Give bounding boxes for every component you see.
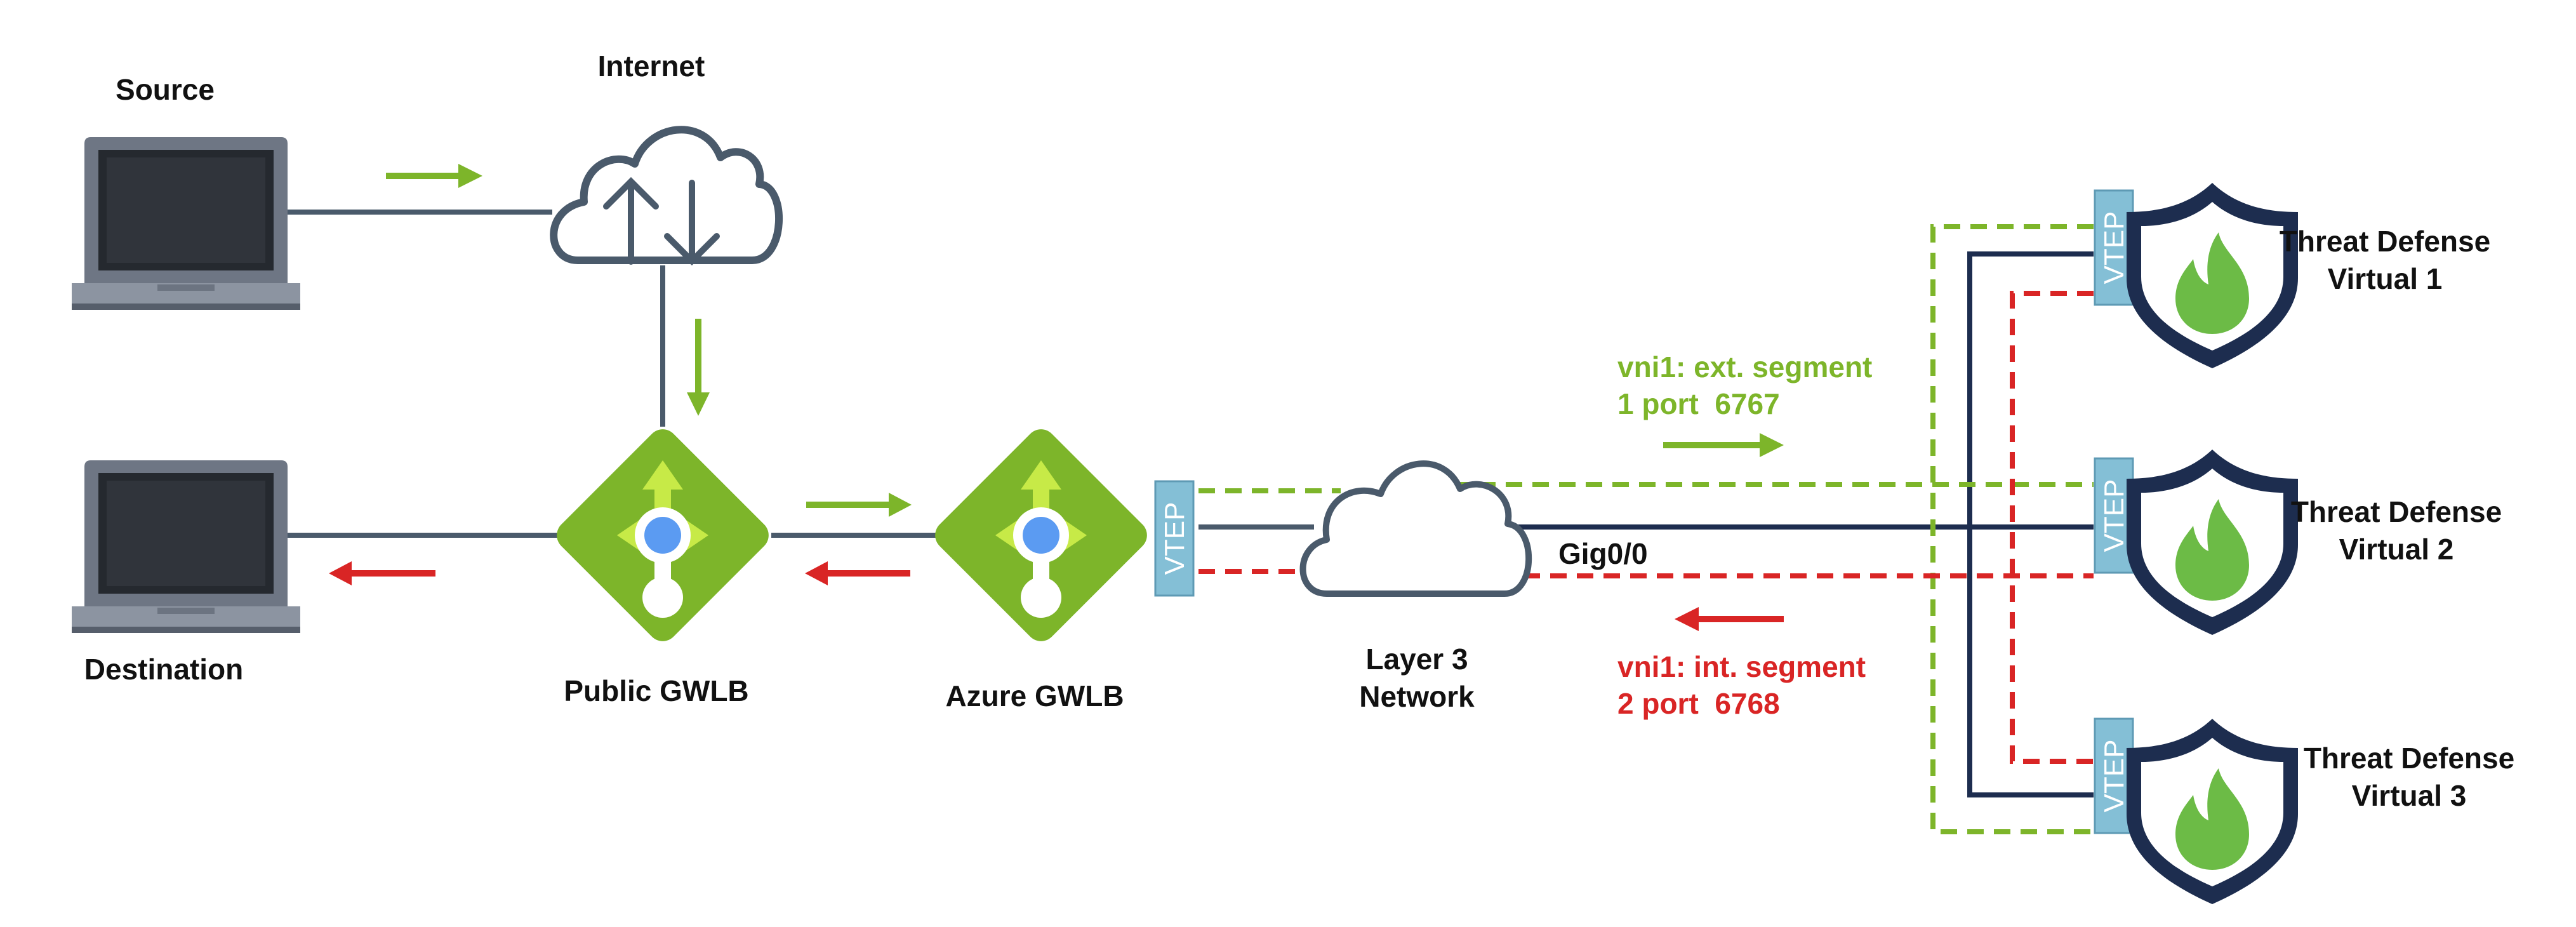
arrow-red-public-destination [329, 561, 435, 585]
connection-lines [267, 210, 2094, 834]
arrow-red-azure-public [805, 561, 910, 585]
public-gwlb-node: Public GWLB [550, 423, 775, 707]
laptop-icon [72, 460, 300, 633]
vtep-label: VTEP [2099, 740, 2130, 813]
internet-label: Internet [598, 50, 705, 83]
layer3-label-line2: Network [1359, 680, 1475, 713]
load-balancer-icon [929, 423, 1153, 648]
internet-node: Internet [550, 50, 783, 266]
source-node: Source [72, 73, 300, 310]
vtep-label: VTEP [2099, 479, 2130, 552]
public-gwlb-label: Public GWLB [564, 674, 748, 707]
tdv1-label-line1: Threat Defense [2280, 225, 2490, 258]
cloud-icon [1299, 460, 1532, 597]
cloud-upload-download-icon [550, 126, 783, 264]
tdv3-label-line2: Virtual 3 [2352, 779, 2467, 812]
int-segment-annotation: vni1: int. segment 2 port 6768 [1617, 650, 1866, 720]
int-segment-line1: vni1: int. segment [1617, 650, 1866, 683]
layer3-label-line1: Layer 3 [1365, 643, 1468, 676]
laptop-icon [72, 137, 300, 310]
link-gig0-trunk-vertical [1967, 251, 2094, 797]
tdv2-label-line1: Threat Defense [2291, 495, 2502, 528]
destination-label: Destination [84, 653, 243, 686]
azure-gwlb-label: Azure GWLB [945, 679, 1124, 712]
tdv3-label-line1: Threat Defense [2304, 742, 2514, 775]
layer3-network-node: Layer 3 Network [1299, 460, 1532, 713]
azure-gwlb-node: Azure GWLB [929, 423, 1153, 712]
int-segment-line2: 2 port 6768 [1617, 687, 1780, 720]
tdv2-label-line2: Virtual 2 [2339, 533, 2454, 566]
arrow-green-internet-down [687, 319, 710, 416]
threat-defense-virtual-2: VTEP Threat Defense Virtual 2 [2094, 450, 2502, 635]
shield-flame-icon [2127, 450, 2298, 635]
arrow-green-ext-segment [1663, 433, 1784, 457]
tdv1-label-line2: Virtual 1 [2328, 262, 2443, 295]
destination-node: Destination [72, 460, 300, 686]
threat-defense-virtual-1: VTEP Threat Defense Virtual 1 [2094, 183, 2490, 368]
flow-arrows [329, 164, 1784, 631]
load-balancer-icon [550, 423, 775, 648]
threat-defense-virtual-3: VTEP Threat Defense Virtual 3 [2094, 717, 2514, 904]
arrow-green-source-internet [386, 164, 482, 188]
int-segment-line-vertical [2010, 291, 2094, 764]
arrow-red-int-segment [1675, 607, 1784, 631]
ext-segment-line-vertical [1930, 224, 2094, 834]
shield-flame-icon [2127, 183, 2298, 368]
shield-flame-icon [2127, 719, 2298, 904]
azure-vtep: VTEP [1154, 480, 1195, 597]
gig-label: Gig0/0 [1558, 537, 1648, 570]
arrow-green-public-azure [806, 493, 912, 517]
vtep-label: VTEP [2099, 211, 2130, 284]
ext-segment-line1: vni1: ext. segment [1617, 350, 1872, 383]
ext-segment-annotation: vni1: ext. segment 1 port 6767 [1617, 350, 1872, 420]
source-label: Source [116, 73, 215, 106]
vtep-label: VTEP [1159, 502, 1190, 575]
ext-segment-line2: 1 port 6767 [1617, 387, 1780, 420]
